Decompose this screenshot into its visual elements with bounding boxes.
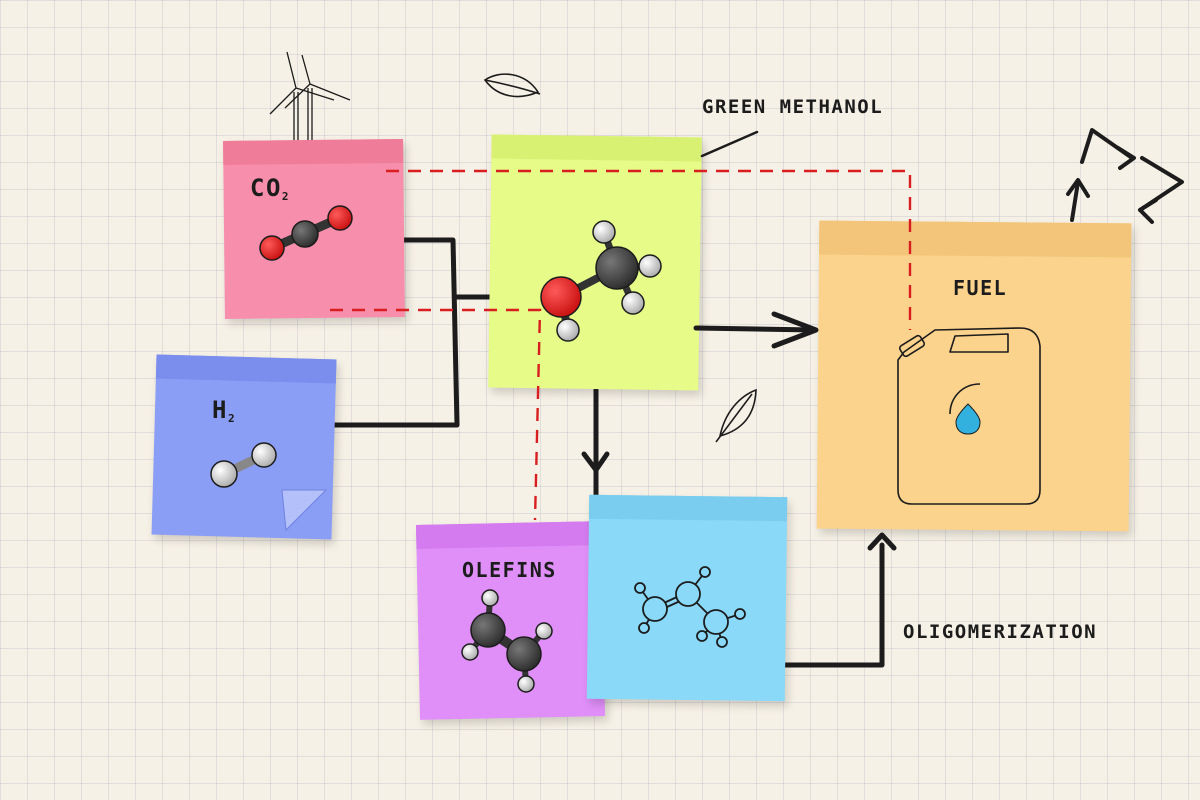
ethylene-molecule-icon [461, 589, 553, 693]
methanol-to-olefins-arrowhead [581, 451, 610, 473]
olefins-label: OLEFINS [462, 558, 557, 582]
leaf-icon [715, 388, 757, 443]
co2-molecule-icon [259, 205, 353, 261]
oligomerization-arrowhead [867, 532, 897, 551]
methanol-to-fuel-arrow [693, 325, 818, 333]
oligomerization-label: OLIGOMERIZATION [903, 621, 1098, 643]
leaf-icon [483, 73, 541, 98]
co2-label: CO2 [250, 174, 289, 203]
h2-label: H2 [212, 396, 235, 425]
dashed-path-co2-to-olefins [330, 308, 542, 521]
co2-connector [327, 237, 460, 428]
methanol-to-fuel-arrowhead [771, 311, 819, 349]
recycle-icon [1066, 128, 1184, 224]
water-drop-icon [955, 403, 981, 435]
olefins-to-fuel-line [782, 542, 885, 668]
fuel-canister-icon [897, 327, 1041, 505]
h2-molecule-icon [210, 442, 277, 488]
propylene-molecule-icon [634, 566, 746, 648]
page-curl [281, 489, 328, 532]
green-methanol-pointer [700, 130, 759, 158]
green-methanol-label: GREEN METHANOL [702, 96, 884, 118]
fuel-label: FUEL [953, 276, 1008, 300]
dashed-path-co2-to-fuel [386, 169, 912, 330]
methanol-molecule-icon [540, 220, 662, 342]
